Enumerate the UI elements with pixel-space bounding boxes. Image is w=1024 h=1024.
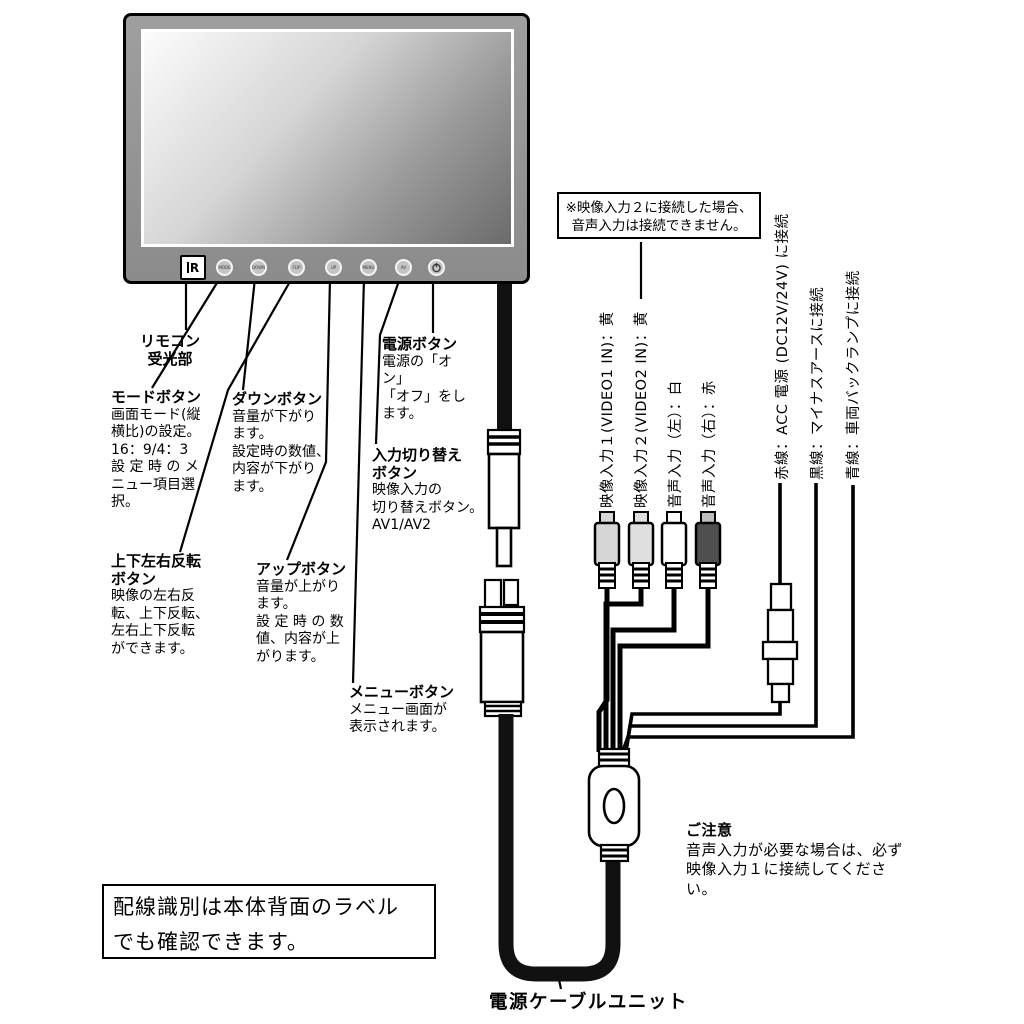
callout-body: 映像の左右反 転、上下反転、 左右上下反転 ができます。 [111,588,209,657]
note-box-text: ※映像入力２に接続した場合、 音声入力は接続できません。 [565,200,753,234]
power-button [428,259,445,276]
menu-button: MENU [360,259,377,276]
wiring-id-text: 配線識別は本体背面のラベル でも確認できます。 [113,895,399,954]
callout-body: 音量が上がり ます。 設 定 時 の 数 値、内容が上 がります。 [256,578,344,665]
leader-flip [178,277,293,553]
cable-label-red-wire: 赤線：ACC 電源 (DC12V/24V) に接続 [775,213,791,480]
socket-latch [502,578,520,607]
callout-title: ダウンボタン [232,390,323,408]
cable-label-blue-wire: 青線：車両バックランプに接続 [846,270,862,480]
callout-up-button: アップボタン 音量が上がり ます。 設 定 時 の 数 値、内容が上 がります。 [256,560,356,666]
junction-collar-bottom [599,843,630,863]
callout-input-select-button: 入力切り替え ボタン 映像入力の 切り替えボタン。 AV1/AV2 [372,446,490,535]
junction-hole [602,787,626,825]
wiring-id-box: 配線識別は本体背面のラベル でも確認できます。 [102,884,436,959]
rca-plugs [593,511,722,589]
callout-title: モードボタン [111,388,202,406]
wire-video2 [603,586,644,752]
rca-plug-video2 [627,511,655,589]
cable-label-audio-left: 音声入力（左）：白 [668,380,684,508]
input-select-button: AV [395,259,412,276]
ir-logo-letter: R [189,260,200,275]
callout-body: 音量が下がり ます。 設定時の数値、 内容が下がり ます。 [232,408,330,495]
fuse-holder [761,582,799,704]
ir-receiver-window: R [180,255,206,280]
power-unit-socket [478,578,526,718]
up-button: UP [325,259,342,276]
callout-title: 入力切り替え ボタン [372,446,463,482]
callout-title: アップボタン [256,560,347,578]
rca-plug-video1 [593,511,621,589]
callout-title: リモコン 受光部 [139,332,200,368]
ir-logo-bar [186,262,189,273]
plug-collar [486,428,522,456]
caution-title: ご注意 [686,821,733,839]
power-cable [498,714,621,982]
wire-audio-right [617,586,711,752]
plug-body [487,452,521,530]
cable-label-audio-right: 音声入力（右）：赤 [702,380,718,508]
callout-title: 上下左右反転 ボタン [111,552,202,588]
leader-lines [151,242,643,990]
leader-input [374,277,402,445]
junction-box [587,747,641,863]
plug-tip [495,526,513,568]
rca-plug-audio-left [660,511,688,589]
callout-power-button: 電源ボタン 電源の「オン」 「オフ」をし ます。 [382,335,472,424]
monitor-cable-plug [486,282,522,568]
rca-plug-audio-right [694,511,722,589]
callout-title: 電源ボタン [382,335,458,353]
callout-mode-button: モードボタン 画面モード(縦 横比)の設定。 16：9/4：3 設 定 時 の … [111,388,211,512]
monitor-cable [497,282,512,432]
callout-body: 映像入力の 切り替えボタン。 AV1/AV2 [372,482,484,533]
socket-body [479,630,525,704]
leader-up [285,277,332,561]
power-wires [621,483,855,752]
caution-body: 音声入力が必要な場合は、必ず 映像入力１に接続してくださ い。 [686,840,904,898]
callout-body: 電源の「オン」 「オフ」をし ます。 [382,353,466,423]
wire-audio-left [610,586,677,752]
callout-flip-button: 上下左右反転 ボタン 映像の左右反 転、上下反転、 左右上下反転 ができます。 [111,552,215,658]
monitor: R MODE DOWN FLIP UP MENU AV [123,13,530,284]
cable-label-video2: 映像入力２(VIDEO2 IN)：黄 [634,311,650,508]
junction-collar-top [597,747,631,769]
rca-wires [596,586,711,752]
caution-note: ご注意 音声入力が必要な場合は、必ず 映像入力１に接続してくださ い。 [686,821,948,899]
callout-body: メニュー画面が 表示されます。 [349,701,447,736]
monitor-screen [141,29,514,247]
wire-blue [621,485,855,752]
callout-remote-receiver: リモコン 受光部 [138,332,202,368]
socket-band [483,700,523,718]
callout-body: 画面モード(縦 横比)の設定。 16：9/4：3 設 定 時 の メ ニュー項目… [111,406,201,511]
power-icon [432,263,441,273]
cable-label-video1: 映像入力１(VIDEO1 IN)：黄 [600,311,616,508]
leader-mode [151,277,221,389]
power-cable-unit-label: 電源ケーブルユニット [489,992,688,1013]
note-box: ※映像入力２に接続した場合、 音声入力は接続できません。 [557,192,761,239]
socket-latch [483,578,503,610]
cable-label-black-wire: 黒線：マイナスアースに接続 [810,286,826,480]
flip-button: FLIP [288,259,305,276]
callout-title: メニューボタン [349,683,455,701]
mode-button: MODE [216,259,233,276]
socket-collar [478,605,526,634]
callout-down-button: ダウンボタン 音量が下がり ます。 設定時の数値、 内容が下がり ます。 [232,390,336,496]
down-button: DOWN [250,259,267,276]
leader-down [241,277,257,391]
callout-menu-button: メニューボタン メニュー画面が 表示されます。 [349,683,467,737]
leader-menu [351,277,366,684]
